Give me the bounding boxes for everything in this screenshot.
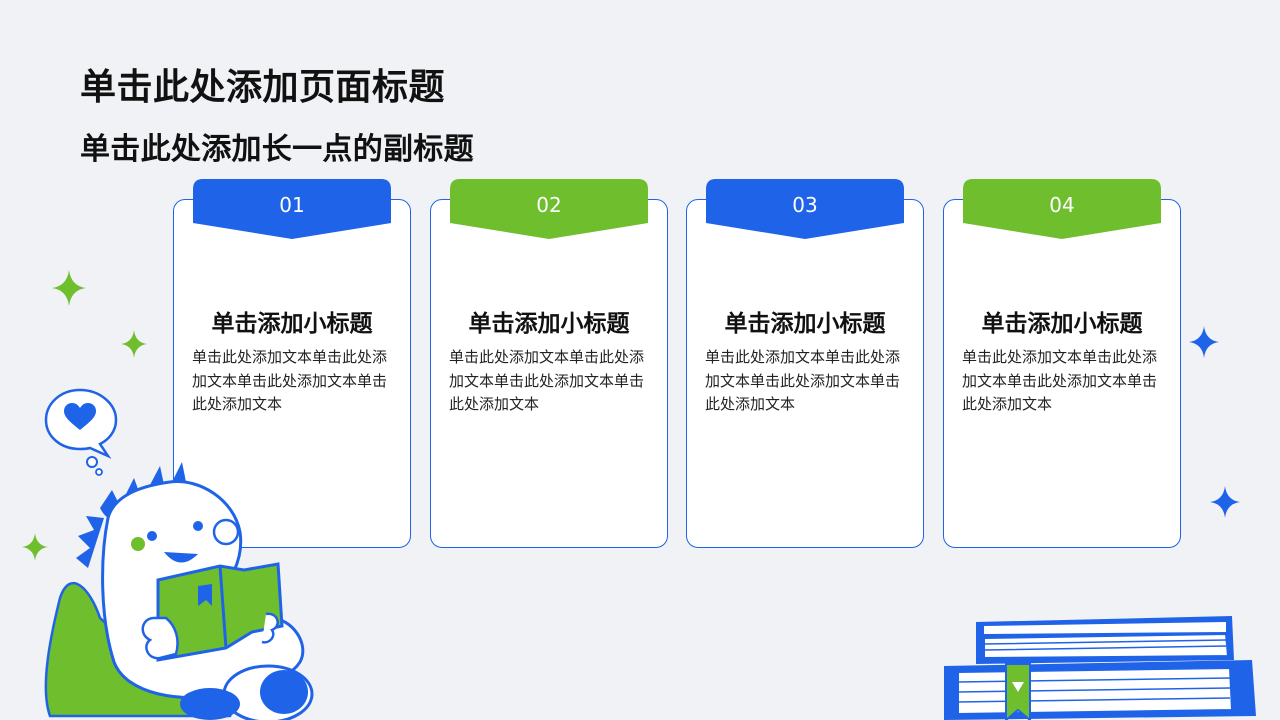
card-body-text[interactable]: 单击此处添加文本单击此处添加文本单击此处添加文本单击此处添加文本 <box>449 348 645 413</box>
card-heading[interactable]: 单击添加小标题 <box>211 311 373 337</box>
book-stack-illustration <box>944 616 1256 720</box>
card-body-text[interactable]: 单击此处添加文本单击此处添加文本单击此处添加文本单击此处添加文本 <box>962 348 1158 413</box>
tab-shape <box>706 179 904 239</box>
card-body-text[interactable]: 单击此处添加文本单击此处添加文本单击此处添加文本单击此处添加文本 <box>192 348 388 413</box>
card-number: 03 <box>792 193 818 217</box>
sparkle-icon <box>22 533 48 561</box>
card-number-tab: 02 <box>450 179 648 241</box>
card-3: 03 单击添加小标题 单击此处添加文本单击此处添加文本单击此处添加文本单击此处添… <box>686 179 924 548</box>
card-4: 04 单击添加小标题 单击此处添加文本单击此处添加文本单击此处添加文本单击此处添… <box>943 179 1181 548</box>
sparkle-icon <box>52 270 86 306</box>
heart-bubble-icon <box>44 388 118 476</box>
page-title[interactable]: 单击此处添加页面标题 <box>80 67 446 108</box>
card-heading[interactable]: 单击添加小标题 <box>981 311 1143 337</box>
page-subtitle[interactable]: 单击此处添加长一点的副标题 <box>80 132 474 167</box>
card-body-text[interactable]: 单击此处添加文本单击此处添加文本单击此处添加文本单击此处添加文本 <box>705 348 901 413</box>
tab-shape <box>450 179 648 239</box>
card-heading[interactable]: 单击添加小标题 <box>468 311 630 337</box>
card-1: 01 单击添加小标题 单击此处添加文本单击此处添加文本单击此处添加文本单击此处添… <box>173 179 411 548</box>
dinosaur-reading-illustration <box>44 462 314 720</box>
card-number: 04 <box>1049 193 1075 217</box>
tab-shape <box>963 179 1161 239</box>
sparkle-icon <box>121 330 147 358</box>
tab-shape <box>193 179 391 239</box>
card-number-tab: 01 <box>193 179 391 241</box>
card-number: 02 <box>536 193 562 217</box>
card-heading[interactable]: 单击添加小标题 <box>724 311 886 337</box>
card-number-tab: 04 <box>963 179 1161 241</box>
card-number-tab: 03 <box>706 179 904 241</box>
card-2: 02 单击添加小标题 单击此处添加文本单击此处添加文本单击此处添加文本单击此处添… <box>430 179 668 548</box>
sparkle-icon <box>1189 326 1219 358</box>
sparkle-icon <box>1210 486 1240 518</box>
card-number: 01 <box>279 193 305 217</box>
